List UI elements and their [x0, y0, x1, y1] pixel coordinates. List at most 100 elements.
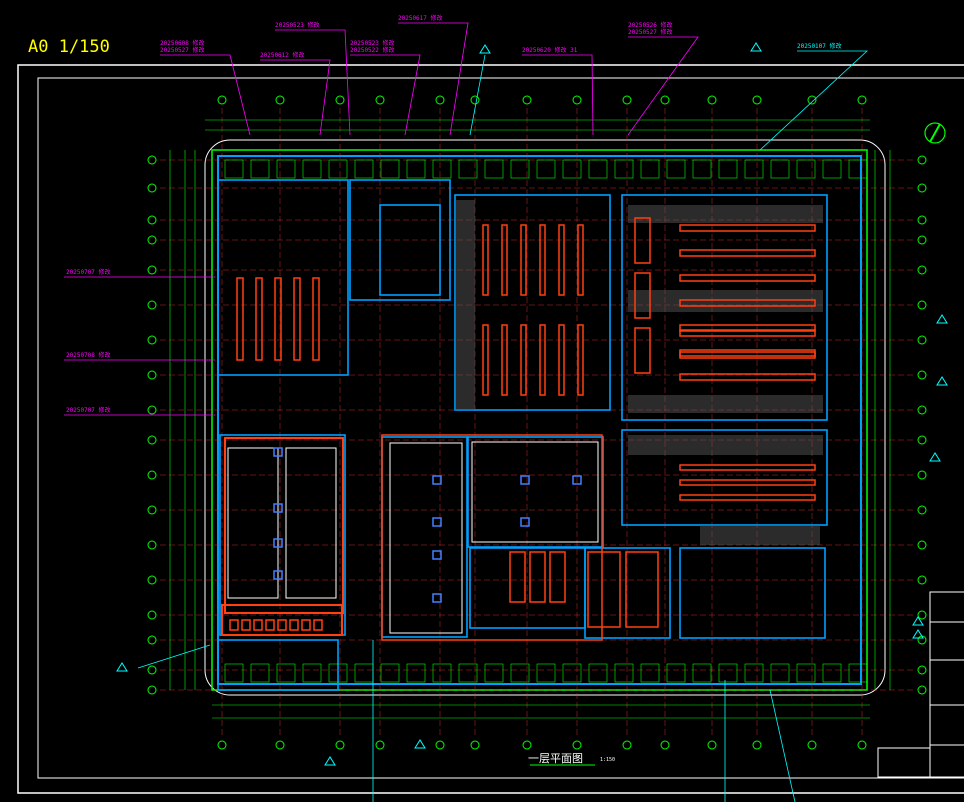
revision-leader	[160, 54, 251, 136]
grid-bubble	[857, 95, 867, 105]
revision-triangle-icon	[929, 452, 941, 462]
drawing-scale: 1:150	[600, 757, 615, 763]
grid-bubble	[375, 740, 385, 750]
grid-bubble	[572, 95, 582, 105]
room	[349, 179, 451, 301]
perimeter-room	[224, 663, 244, 683]
perimeter-room	[328, 159, 348, 179]
perimeter-room	[614, 159, 634, 179]
perimeter-room	[588, 663, 608, 683]
perimeter-room	[666, 159, 686, 179]
structural-column	[273, 447, 283, 457]
revision-date: 20250523 修改	[275, 21, 320, 29]
grid-bubble	[660, 740, 670, 750]
storage-rack	[679, 494, 816, 501]
storage-rack	[277, 619, 287, 631]
storage-rack	[577, 324, 584, 396]
revision-triangle-icon	[414, 739, 426, 749]
perimeter-room	[822, 663, 842, 683]
perimeter-room	[718, 663, 738, 683]
perimeter-room	[692, 159, 712, 179]
perimeter-room	[666, 663, 686, 683]
perimeter-room	[770, 159, 790, 179]
perimeter-room	[302, 663, 322, 683]
storage-rack	[301, 619, 311, 631]
storage-rack	[482, 324, 489, 396]
shelving-unit	[625, 551, 659, 628]
storage-rack	[293, 277, 301, 361]
perimeter-room	[432, 159, 452, 179]
revision-callout: 20250708 修改	[64, 351, 215, 361]
revision-date: 20250708 修改	[66, 351, 111, 359]
grid-bubble	[147, 155, 157, 165]
revision-date: 20250617 修改	[398, 14, 443, 22]
structural-column	[432, 550, 442, 560]
grid-bubble	[335, 95, 345, 105]
storage-rack	[679, 351, 816, 359]
grid-bubble	[917, 405, 927, 415]
storage-rack	[482, 224, 489, 296]
room	[467, 436, 604, 548]
grid-bubble	[147, 665, 157, 675]
room	[584, 547, 671, 639]
revision-leader	[469, 54, 486, 136]
perimeter-room	[614, 663, 634, 683]
revision-callout: 20250707 修改	[64, 406, 215, 416]
storage-rack	[236, 277, 244, 361]
room-red-outline	[381, 434, 603, 641]
revision-date: 20250620 修改 31	[522, 46, 578, 54]
structural-column	[432, 517, 442, 527]
structural-column	[520, 475, 530, 485]
perimeter-room	[458, 663, 478, 683]
storage-rack	[679, 324, 816, 332]
perimeter-room	[380, 663, 400, 683]
revision-triangle-icon	[936, 376, 948, 386]
grid-bubble	[147, 370, 157, 380]
revision-leader	[350, 54, 421, 136]
storage-rack	[539, 224, 546, 296]
grid-bubble	[917, 155, 927, 165]
revision-triangle-icon	[750, 42, 762, 52]
drawing-title: 一层平面图	[528, 752, 583, 765]
inner-room	[285, 447, 337, 599]
grid-bubble	[147, 505, 157, 515]
grid-bubble	[275, 95, 285, 105]
hatched-area	[628, 435, 823, 455]
perimeter-room	[406, 159, 426, 179]
storage-rack	[679, 249, 816, 257]
revision-leader	[759, 50, 869, 151]
storage-rack	[229, 619, 239, 631]
revision-callout: 20250620 修改 31	[522, 46, 594, 136]
perimeter-room	[536, 663, 556, 683]
revision-date: 20250527 修改	[160, 46, 205, 54]
north-arrow-needle	[929, 123, 941, 143]
sheet-outer-frame	[17, 64, 964, 794]
inner-room	[227, 447, 279, 599]
grid-bubble	[470, 740, 480, 750]
perimeter-room	[640, 663, 660, 683]
revision-callout: 20250523 修改	[275, 21, 351, 136]
revision-date: 20250707 修改	[66, 268, 111, 276]
revision-date: 20250612 修改	[260, 51, 305, 59]
storage-rack	[501, 224, 508, 296]
perimeter-room	[640, 159, 660, 179]
grid-bubble	[147, 183, 157, 193]
room-red-outline	[221, 604, 343, 636]
perimeter-room	[744, 663, 764, 683]
hatched-area	[628, 290, 823, 312]
grid-bubble	[522, 95, 532, 105]
perimeter-room	[744, 159, 764, 179]
revision-date: 20250523 修改	[350, 39, 395, 47]
perimeter-room	[484, 159, 504, 179]
perimeter-room	[250, 159, 270, 179]
storage-rack	[501, 324, 508, 396]
structural-column	[572, 475, 582, 485]
perimeter-room	[770, 663, 790, 683]
storage-rack	[274, 277, 282, 361]
perimeter-room	[380, 159, 400, 179]
grid-bubble	[375, 95, 385, 105]
shelving-unit	[549, 551, 566, 603]
perimeter-room	[588, 159, 608, 179]
hatched-area	[628, 395, 823, 413]
